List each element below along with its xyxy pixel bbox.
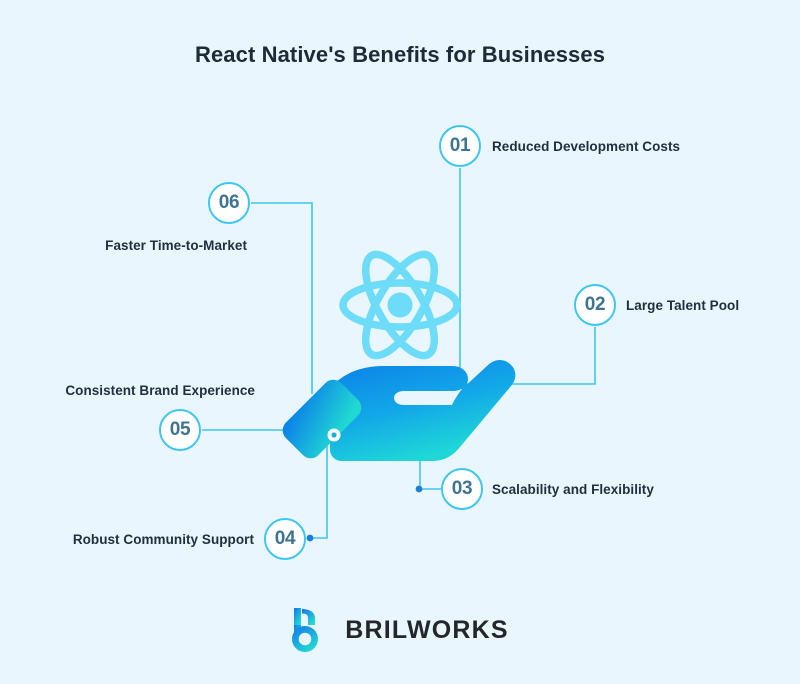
benefit-label-03: Scalability and Flexibility xyxy=(492,482,654,497)
page-title: React Native's Benefits for Businesses xyxy=(194,42,606,67)
benefit-badge-06[interactable]: 06 xyxy=(208,182,250,224)
benefit-label-06: Faster Time-to-Market xyxy=(105,238,247,253)
react-atom-nucleus xyxy=(387,292,413,318)
brilworks-b-logo xyxy=(292,608,319,652)
connector-06 xyxy=(251,202,313,394)
brand-name: BRILWORKS xyxy=(345,615,509,644)
connector-dot-04 xyxy=(306,534,314,542)
benefit-badge-02[interactable]: 02 xyxy=(574,284,616,326)
benefit-label-05: Consistent Brand Experience xyxy=(65,383,255,398)
benefit-label-04: Robust Community Support xyxy=(72,532,254,547)
connector-dot-03 xyxy=(415,485,423,493)
open-hand-icon xyxy=(282,360,516,461)
react-atom-icon xyxy=(339,250,461,360)
benefit-badge-01[interactable]: 01 xyxy=(439,125,481,167)
benefit-badge-05[interactable]: 05 xyxy=(159,409,201,451)
benefit-label-01: Reduced Development Costs xyxy=(492,139,681,154)
footer-brand: BRILWORKS xyxy=(0,606,800,654)
benefit-label-02: Large Talent Pool xyxy=(626,298,740,313)
benefit-badge-03[interactable]: 03 xyxy=(441,468,483,510)
benefit-badge-04[interactable]: 04 xyxy=(264,518,306,560)
